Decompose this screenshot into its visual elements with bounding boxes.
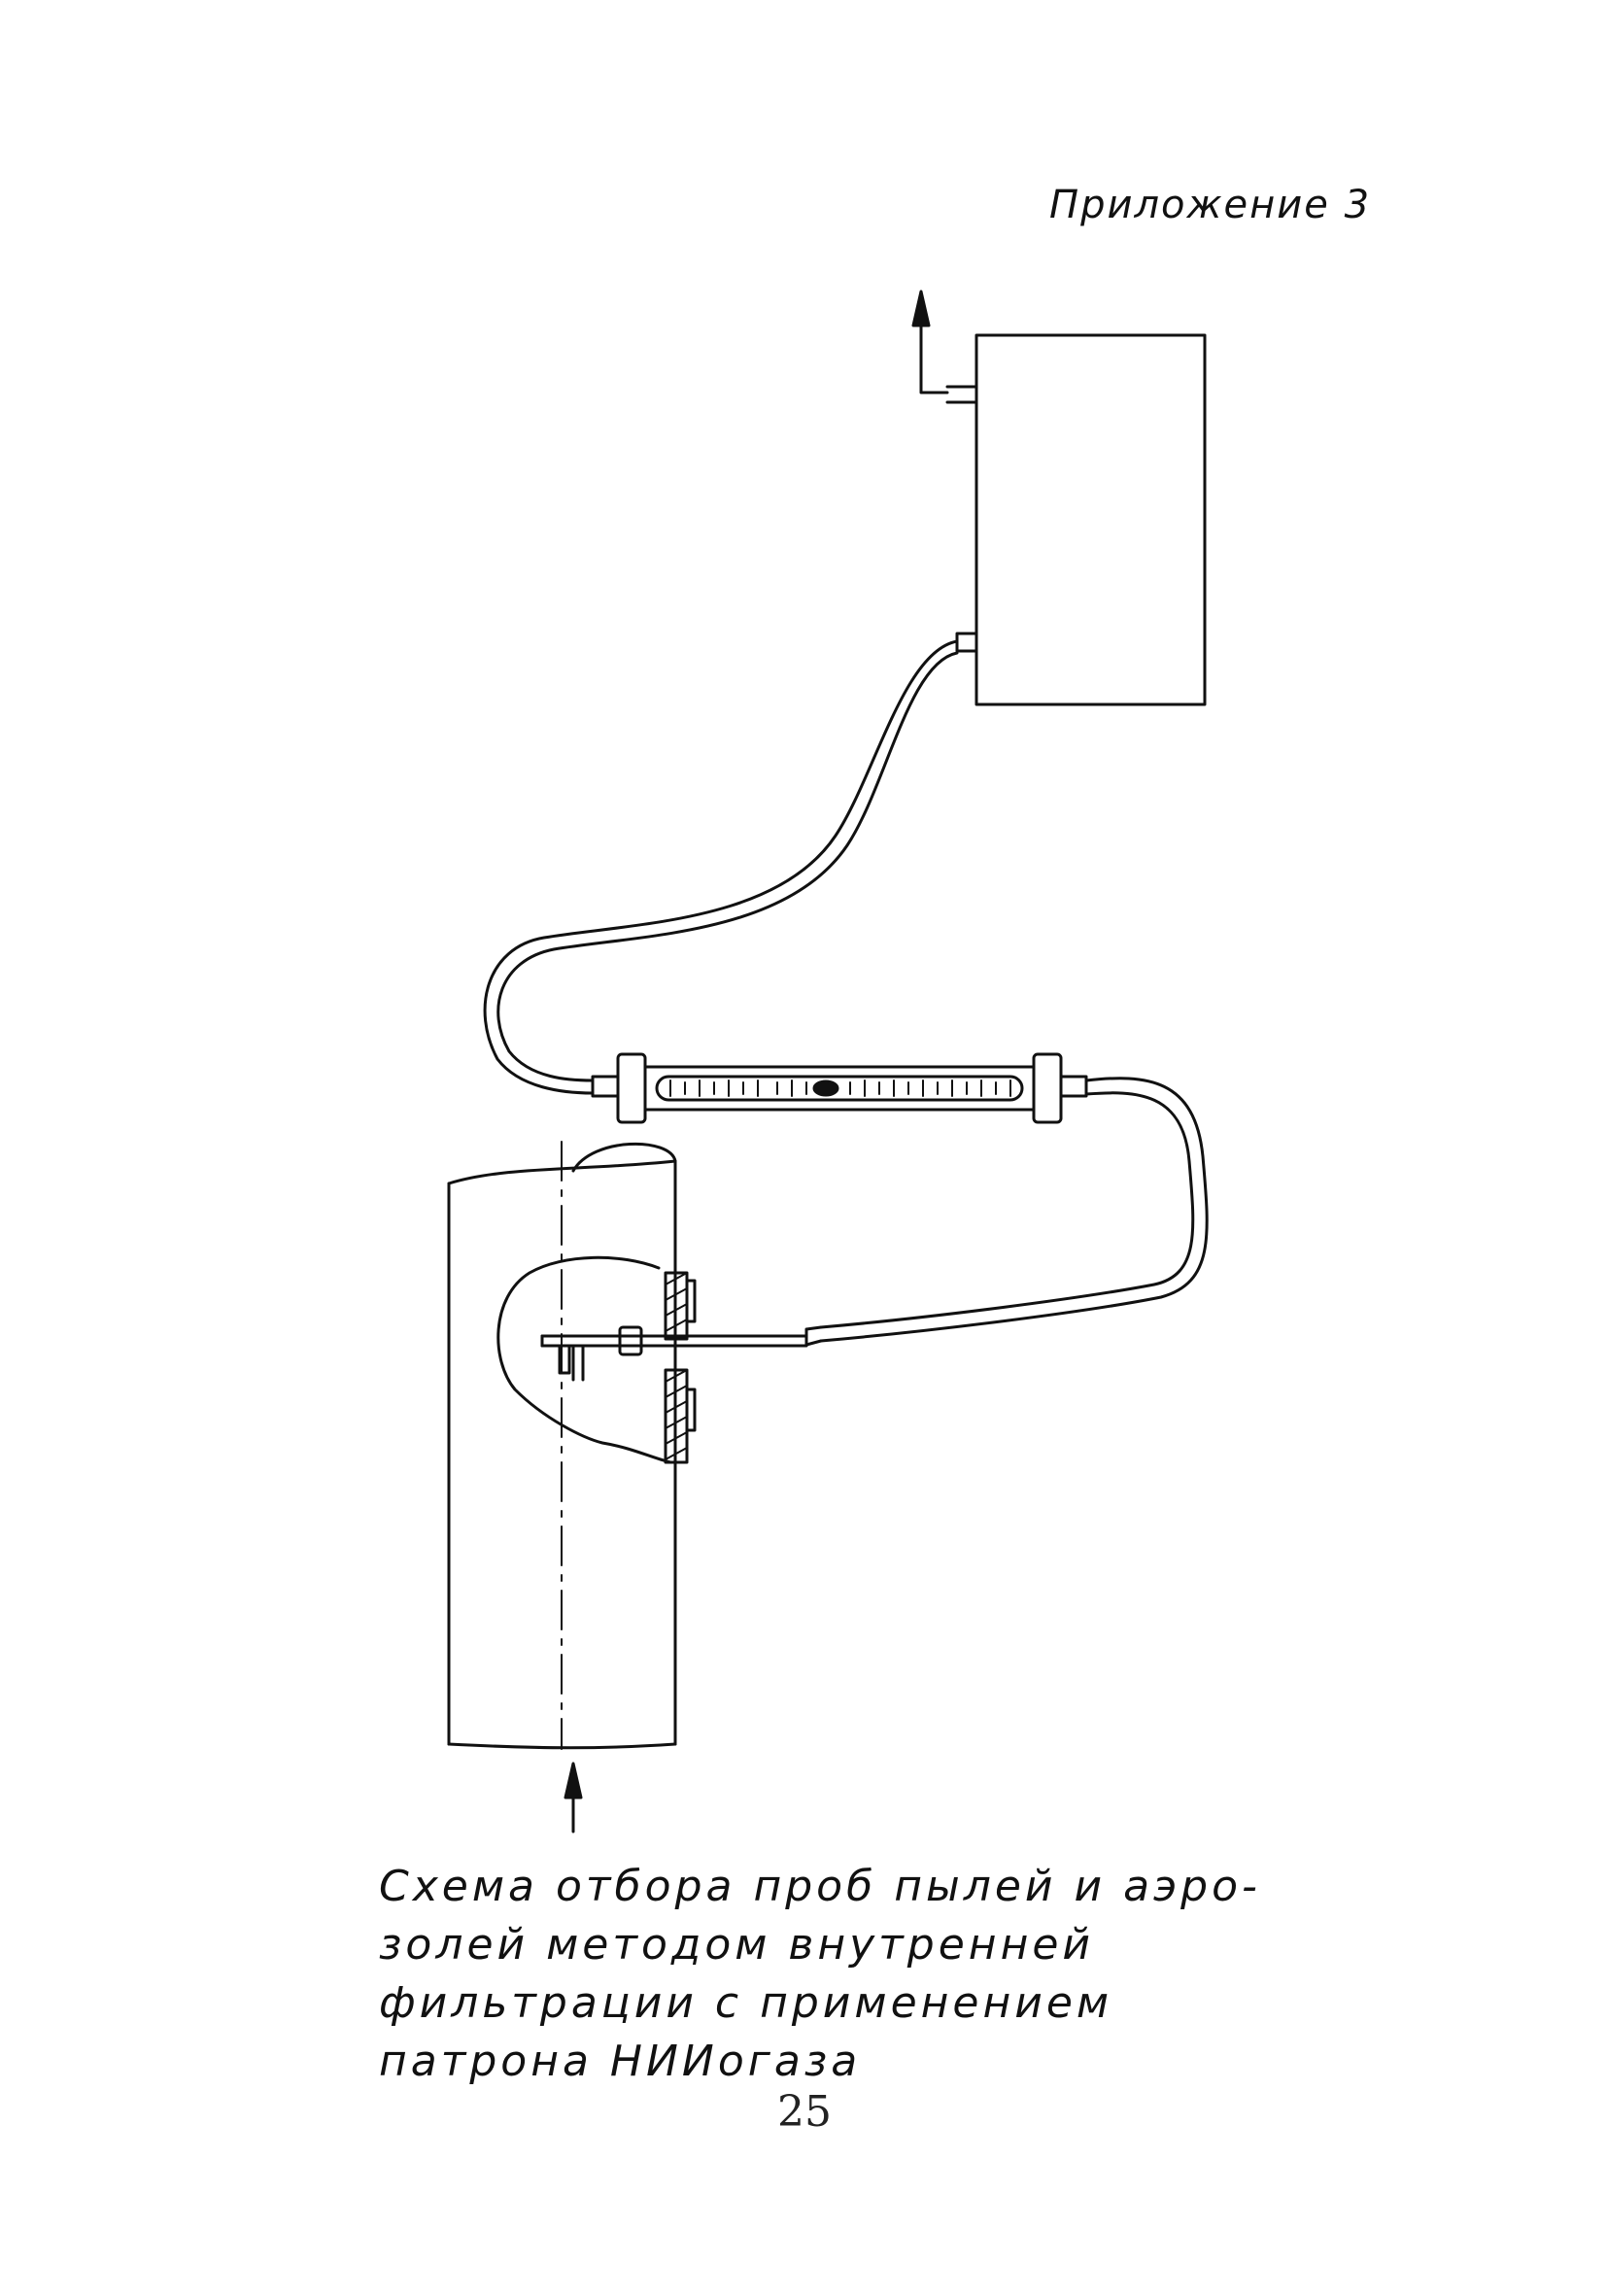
page-number: 25 [777,2087,832,2137]
rotameter-scale [669,1079,1011,1097]
caption-line: патрона НИИогаза [379,2037,862,2086]
hose-lower [819,1077,1209,1343]
cutaway-opening [496,1255,672,1464]
hose-upper [483,639,959,1095]
mounting-flange [664,1271,697,1464]
appendix-label: Приложение 3 [1049,183,1372,227]
caption-line: Схема отбора проб пылей и аэро- [379,1862,1261,1911]
rotameter-float [812,1079,839,1097]
sampling-probe [540,1325,808,1382]
probe-cartridge [618,1325,643,1356]
gas-duct [447,1142,677,1750]
outlet-arrow-icon [911,290,931,327]
caption-line: золей методом внутренней [379,1920,1094,1970]
caption-line: фильтрации с применением [379,1978,1113,2028]
gas-flow-arrow-icon [564,1762,583,1833]
rotameter [591,1052,1088,1124]
outlet-pipe [919,309,949,394]
aspirator-box [911,290,1207,706]
diagram-caption: Схема отбора проб пылей и аэро- золей ме… [379,1858,1448,2091]
